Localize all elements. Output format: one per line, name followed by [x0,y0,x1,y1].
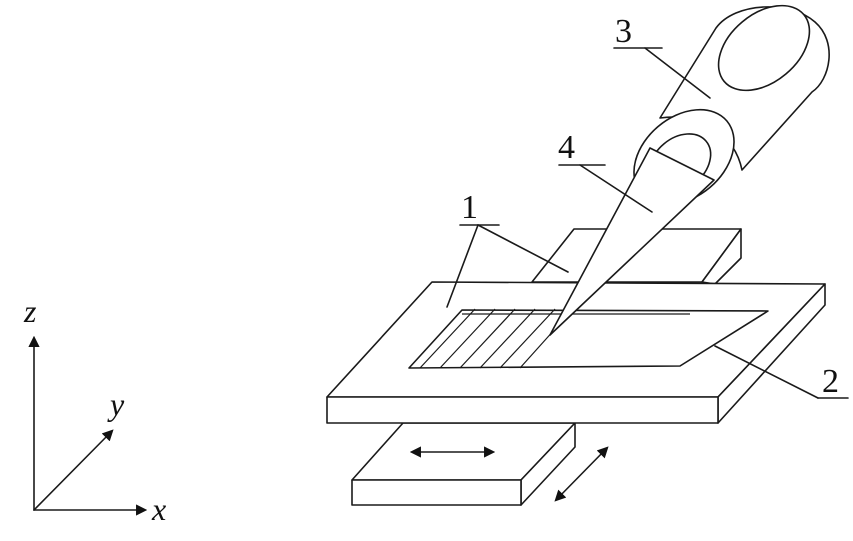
coordinate-axes: z y x [23,293,166,527]
back-strip [531,228,742,285]
y-axis [33,429,114,511]
needle [549,147,715,336]
inner-substrate [408,308,769,369]
y-axis-label: y [107,386,125,422]
label-part-2: 2 [822,363,839,400]
label-part-3: 3 [615,13,632,50]
leader-lines [446,47,849,399]
label-part-1: 1 [461,189,478,226]
bottom-stage [351,422,609,506]
y-motion-arrow [554,446,609,502]
x-axis-label: x [151,491,166,527]
label-part-4: 4 [558,129,575,166]
z-axis-label: z [23,293,37,329]
